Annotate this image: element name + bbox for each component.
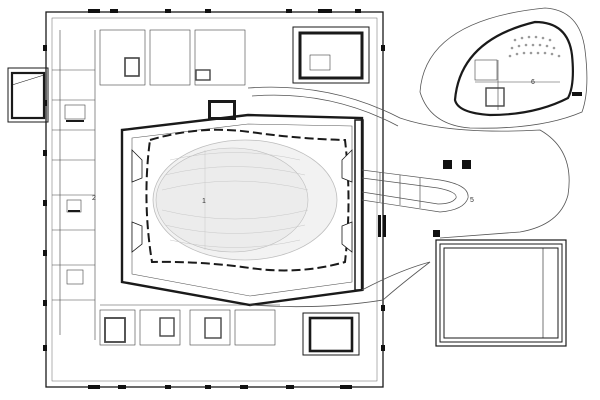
- bottom-service-rooms: [99, 304, 280, 346]
- outer-wall: [45, 11, 384, 388]
- bottom-center-room: [302, 312, 360, 356]
- studio-outer-shell: [419, 7, 588, 129]
- studio-inner-shell: [453, 20, 574, 117]
- inner-wall-line: [51, 17, 378, 382]
- room-label-auditorium: 1: [202, 198, 206, 205]
- perimeter-columns: [43, 9, 385, 389]
- studio-wing: [419, 7, 588, 129]
- auditorium-hall: [120, 113, 364, 307]
- top-center-room: [292, 26, 370, 84]
- hall-side-boxes: [131, 149, 353, 253]
- hall-wavy-ring: [145, 128, 350, 272]
- studio-seating-dots: [508, 35, 561, 58]
- room-label-foyer: 5: [470, 197, 474, 204]
- left-service-rooms: [52, 29, 246, 340]
- room-label-stair-hall: 2: [92, 195, 96, 202]
- hall-shell-inner: [131, 123, 353, 297]
- left-annex: [7, 67, 49, 123]
- studio-door: [572, 92, 582, 96]
- room-label-studio: 6: [531, 79, 535, 86]
- left-service-heavy-walls: [66, 100, 236, 212]
- ramp: [361, 169, 469, 213]
- stage-wall: [354, 119, 364, 291]
- foyer-columns: [378, 160, 471, 237]
- seating-rows: [161, 150, 309, 250]
- studio-rooms: [474, 59, 560, 110]
- seating-bowl: [155, 147, 309, 253]
- south-east-block: [435, 239, 567, 347]
- main-building: [45, 11, 384, 388]
- foyer-outline: [247, 86, 570, 308]
